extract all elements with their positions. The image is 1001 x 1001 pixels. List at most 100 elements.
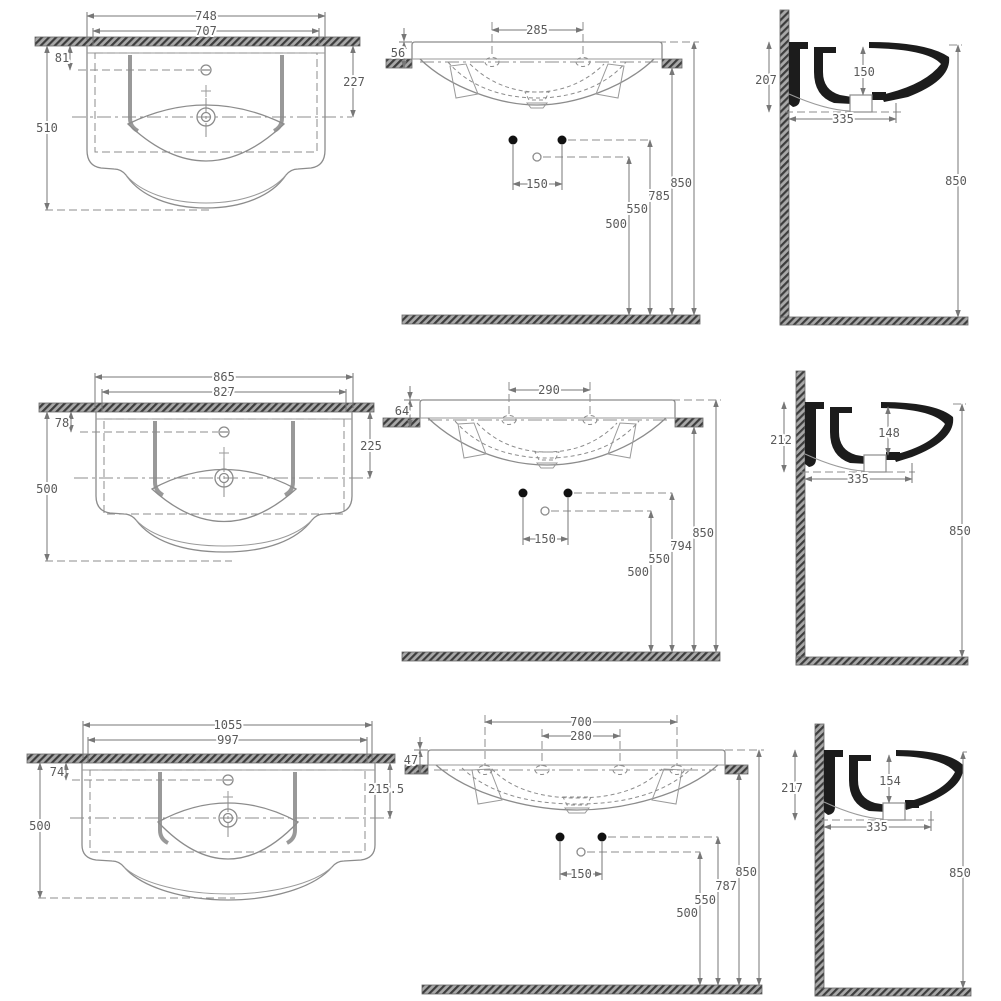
section-bowl-back [849,755,887,812]
bowl-wall-right [273,55,284,133]
fixing-hole [669,765,685,775]
hidden-bowl [447,61,627,99]
dim-projection: 335 [866,820,888,834]
basin-slab [427,749,726,765]
dim-bowl-width: 827 [213,385,235,399]
dimension-lines [766,41,962,318]
dim-fixing-span: 150 [534,532,556,546]
dim-fixing-height: 794 [670,539,692,553]
drain-icon [563,807,591,814]
drain-trap [882,802,906,821]
bolt-hole [597,832,607,842]
dimension-lines [414,715,764,986]
wall-hatch [404,764,429,775]
section-drain-step [905,800,919,808]
fixing-hole [612,765,628,775]
section-bowl-back [814,47,852,104]
underside-line [804,453,865,472]
dimension-lines [792,749,967,989]
centerlines [45,431,370,562]
drain-outlet [576,847,586,857]
dimension-lines [404,382,721,653]
dim-fixing-height: 785 [648,189,670,203]
plan-view-1050: 1055 997 74 500 215.5 [26,716,406,901]
dim-hole-span: 290 [538,383,560,397]
basin-outline [86,46,326,209]
wall-hatch [385,58,413,69]
inner-bulge [135,519,313,547]
drain-hidden [562,796,592,806]
drain-hidden [524,91,550,101]
dim-rim-height: 850 [735,865,757,879]
bowl-wall-right [284,421,295,497]
wall-hatch [724,764,749,775]
hidden-cabinet-outline [89,769,366,853]
fixing-hole [582,415,598,425]
hidden-bowl [461,767,693,805]
section-rim-front [896,750,964,810]
bowl-outline [156,802,300,860]
dim-wall-offset: 74 [50,765,64,779]
dim-overall-depth: 510 [36,121,58,135]
dim-550: 550 [694,893,716,907]
dim-tap-axis: 227 [343,75,365,89]
side-view-850: 212 148 335 850 [768,370,973,666]
dim-overall-width: 865 [213,370,235,384]
bowl-wall-left [153,421,164,497]
floor-hatch [421,984,763,995]
dim-wall-offset: 81 [55,51,69,65]
wall-hatch [38,402,375,413]
bowl-mark [219,447,229,459]
drawing-row-1050: 1055 997 74 500 215.5 [26,713,973,997]
dim-rim-height: 850 [945,174,967,188]
underside-line [788,93,851,112]
dim-rim-drop: 64 [395,404,409,418]
dim-500: 500 [627,565,649,579]
hidden-cabinet-outline [94,52,318,153]
bolt-hole [563,488,573,498]
dim-projection: 335 [847,472,869,486]
dim-overall-width: 1055 [214,718,243,732]
dim-550: 550 [626,202,648,216]
overflow-icon [218,426,230,438]
drain-icon [525,102,549,109]
dim-fixing-span: 150 [526,177,548,191]
dim-bowl-depth: 148 [878,426,900,440]
floor-hatch [795,656,969,666]
drain-outlet [540,506,550,516]
dimension-lines [44,12,356,211]
bracket-left [457,422,487,459]
bowl-wall-right [286,772,297,845]
wall-hatch [34,36,361,47]
front-view-1050: 700 280 47 150 500 550 787 850 [402,713,764,995]
fixing-hole [484,57,500,67]
bolt-hole [555,832,565,842]
dim-550: 550 [648,552,670,566]
basin-slab [419,399,676,418]
dim-rim-height: 850 [949,866,971,880]
section-drain-step [872,92,886,100]
section-back-bracket [824,750,843,815]
drawing-row-750: 748 707 81 510 227 [34,7,969,326]
bowl-wall-left [158,772,169,845]
dim-fixing-span: 150 [570,867,592,881]
bowl-outline [126,104,286,162]
underside-line [823,801,884,820]
dim-bowl-width: 997 [217,733,239,747]
bowl-underside [435,764,719,811]
drain-outlet [532,152,542,162]
bolt-hole [508,135,518,145]
bolt-hole [518,488,528,498]
front-view-850: 290 64 150 500 550 794 850 [382,381,721,662]
dim-projection: 335 [832,112,854,126]
side-view-750: 207 150 335 850 [753,9,969,326]
dim-rim-height: 850 [692,526,714,540]
dim-overall-width: 748 [195,9,217,23]
dim-tap-axis: 225 [360,439,382,453]
dim-tap-axis: 215.5 [368,782,404,796]
fixing-hole [575,57,591,67]
floor-hatch [814,987,972,997]
dim-rim-drop: 56 [391,46,405,60]
